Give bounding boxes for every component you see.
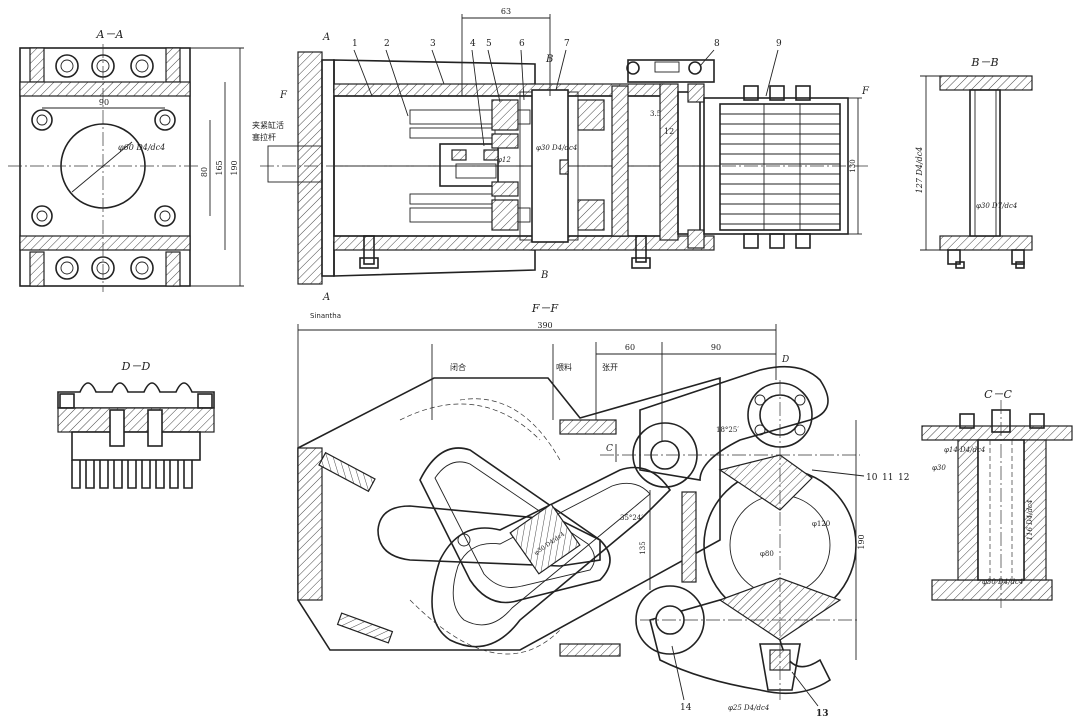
marker-f-left: F [279, 90, 288, 101]
marker-b-bottom: B [540, 270, 548, 281]
bb-dim-127: 127 D4/dc4 [915, 147, 924, 194]
aa-outline [19, 47, 191, 287]
marker-d-top: D [781, 355, 789, 365]
part-2: 2 [384, 39, 390, 49]
ff-phi80: φ80 [760, 550, 774, 558]
ff-dim-90: 90 [711, 343, 721, 352]
marker-c: C [606, 444, 613, 454]
part-5: 5 [486, 39, 492, 49]
ff-angle-18: 18°25′ [716, 426, 739, 434]
marker-f-right: F [861, 86, 870, 97]
part-1: 1 [352, 39, 358, 49]
aa-dim-80: 80 [200, 167, 209, 177]
cc-dim-116: 116 D4/dc4 [1026, 500, 1034, 541]
note-clamp-1: 夹紧缸活 [252, 120, 284, 130]
ff-angle-35: 35°24′ [620, 514, 643, 522]
part-13: 13 [816, 709, 829, 719]
section-aa-title: A－A [96, 28, 124, 41]
part-11: 11 [882, 473, 893, 483]
top-dim-130: 130 [849, 159, 857, 172]
top-dim-12: 12 [664, 127, 674, 136]
marker-b-top: B [545, 54, 553, 65]
section-cc-title: C－C [984, 388, 1012, 401]
section-bb-view: B－B 127 D4/dc4 φ30 D7/dc4 [915, 56, 1033, 269]
section-dd-view: D－D [57, 360, 215, 489]
part-8: 8 [714, 39, 720, 49]
top-dim-3-5: 3.5 [650, 110, 661, 118]
jaw-assembly [632, 365, 857, 695]
section-dd-title: D－D [121, 360, 151, 373]
section-bb-title: B－B [970, 56, 998, 69]
note-clamp-2: 塞拉杆 [252, 132, 276, 142]
aa-dim-90: 90 [99, 98, 109, 107]
section-ff-view: F－F 390 60 90 D D 闭合 喂料 张开 [297, 302, 909, 719]
ff-dim-390: 390 [537, 321, 552, 330]
marker-a-bottom: A [322, 292, 330, 303]
part-9: 9 [776, 39, 782, 49]
cc-phi30-bot: φ30 D4/dc4 [982, 578, 1023, 586]
ff-dim-60: 60 [625, 343, 635, 352]
part-4: 4 [470, 39, 476, 49]
part-6: 6 [519, 39, 525, 49]
aa-bolt-holes-top [55, 54, 154, 78]
section-cc-view: C－C φ14 D4/dc4 φ30 116 D4/dc4 φ30 D4/dc4 [921, 388, 1073, 608]
part-14: 14 [680, 703, 692, 713]
comb-part-9 [703, 85, 849, 249]
cc-phi14: φ14 D4/dc4 [944, 446, 985, 454]
label-clamp: 闭合 [450, 362, 466, 372]
bb-phi30: φ30 D7/dc4 [976, 202, 1017, 210]
marker-a-top: A [322, 32, 330, 43]
ff-phi120: φ120 [812, 520, 830, 528]
dd-comb-teeth [71, 460, 193, 489]
part-7: 7 [564, 39, 570, 49]
aa-dim-165: 165 [215, 160, 224, 175]
part-number-callouts: 1 2 3 4 5 6 7 8 9 [352, 39, 782, 147]
ff-dim-135: 135 [639, 541, 647, 554]
label-expand: 张开 [602, 363, 618, 372]
aa-bolt-holes-bottom [55, 256, 154, 280]
part-12: 12 [898, 473, 909, 483]
aa-dim-190: 190 [230, 160, 239, 175]
label-feed: 喂料 [556, 362, 572, 372]
top-dim-63: 63 [501, 7, 511, 16]
top-phi12: φ12 [497, 156, 511, 164]
cam-track-loops [399, 398, 672, 655]
part-3: 3 [430, 39, 436, 49]
cc-phi30-top: φ30 [932, 464, 946, 472]
ff-dim-190: 190 [857, 534, 866, 549]
section-ff-title: F－F [531, 302, 559, 315]
main-top-view: A A φ12 φ30 D4/dc4 [252, 7, 870, 320]
ff-phi25: φ25 D4/dc4 [728, 704, 769, 712]
section-aa-view: A－A φ60 D4/dc4 90 80 165 [8, 28, 244, 292]
stamp-text: Sinantha [310, 312, 341, 320]
aa-phi-label: φ60 D4/dc4 [118, 143, 165, 152]
top-phi30: φ30 D4/dc4 [536, 144, 577, 152]
part-10: 10 [866, 473, 878, 483]
